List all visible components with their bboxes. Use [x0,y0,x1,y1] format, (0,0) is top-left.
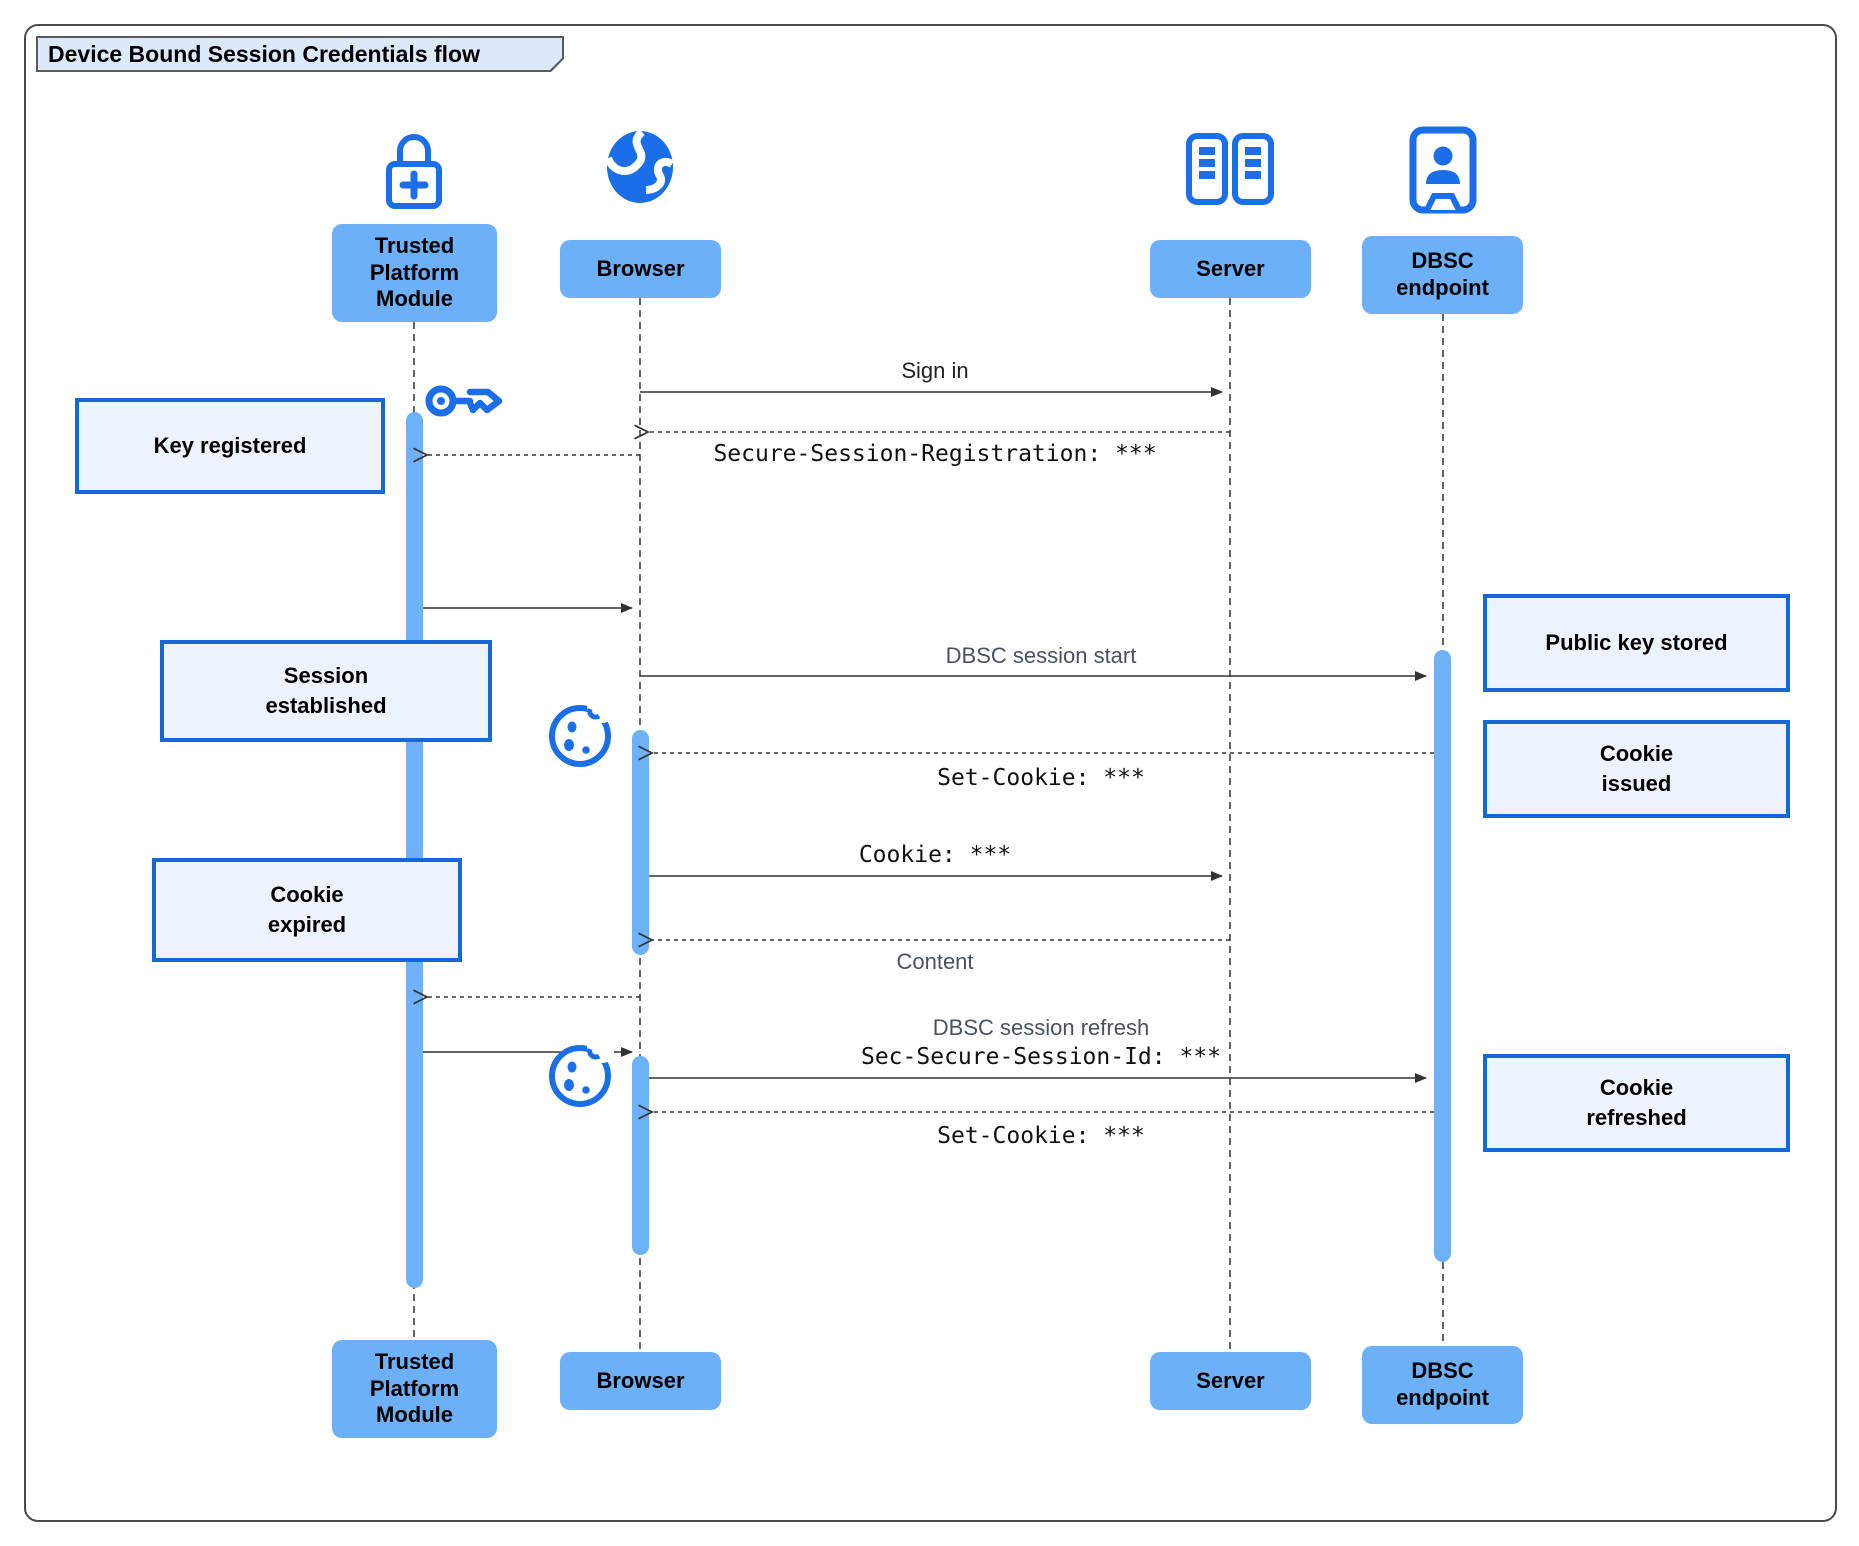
note-public-key-stored: Public key stored [1483,594,1790,692]
diagram-border [24,24,1837,1522]
label-set-cookie-2: Set-Cookie: *** [937,1123,1145,1149]
activation-bars [406,412,1451,1288]
actor-browser-bottom: Browser [560,1352,721,1410]
activation-bar-dbsc [1434,650,1451,1262]
activation-bar-browser-1 [632,730,649,955]
actor-tpm-top: Trusted Platform Module [332,224,497,322]
note-cookie-refreshed: Cookie refreshed [1483,1054,1790,1152]
actor-server-bottom: Server [1150,1352,1311,1410]
actor-tpm-bottom: Trusted Platform Module [332,1340,497,1438]
note-session-established: Session established [160,640,492,742]
id-badge-icon [1408,126,1478,219]
actor-browser-top: Browser [560,240,721,298]
actor-dbsc-top: DBSC endpoint [1362,236,1523,314]
label-dbsc-session-refresh: DBSC session refresh [932,1015,1150,1040]
label-content: Content [896,949,974,974]
label-sign-in: Sign in [901,358,969,383]
actor-dbsc-bottom: DBSC endpoint [1362,1346,1523,1424]
label-cookie: Cookie: *** [858,842,1012,868]
actor-server-top: Server [1150,240,1311,298]
diagram-title-tab: Device Bound Session Credentials flow [36,36,564,72]
label-sec-secure-session-id: Sec-Secure-Session-Id: *** [860,1044,1222,1070]
label-set-cookie-1: Set-Cookie: *** [937,765,1145,791]
cookie-icon [548,692,617,777]
diagram-title: Device Bound Session Credentials flow [38,38,562,70]
globe-icon [604,128,676,211]
cookie-icon [548,1032,617,1117]
label-secure-session-registration: Secure-Session-Registration: *** [713,441,1157,467]
activation-bar-browser-2 [632,1056,649,1255]
key-icon [424,376,506,431]
note-key-registered: Key registered [75,398,385,494]
note-cookie-expired: Cookie expired [152,858,462,962]
activation-bar-tpm [406,412,423,1288]
lock-plus-icon [382,126,446,217]
label-dbsc-session-start: DBSC session start [945,643,1137,668]
note-cookie-issued: Cookie issued [1483,720,1790,818]
server-racks-icon [1185,132,1275,211]
